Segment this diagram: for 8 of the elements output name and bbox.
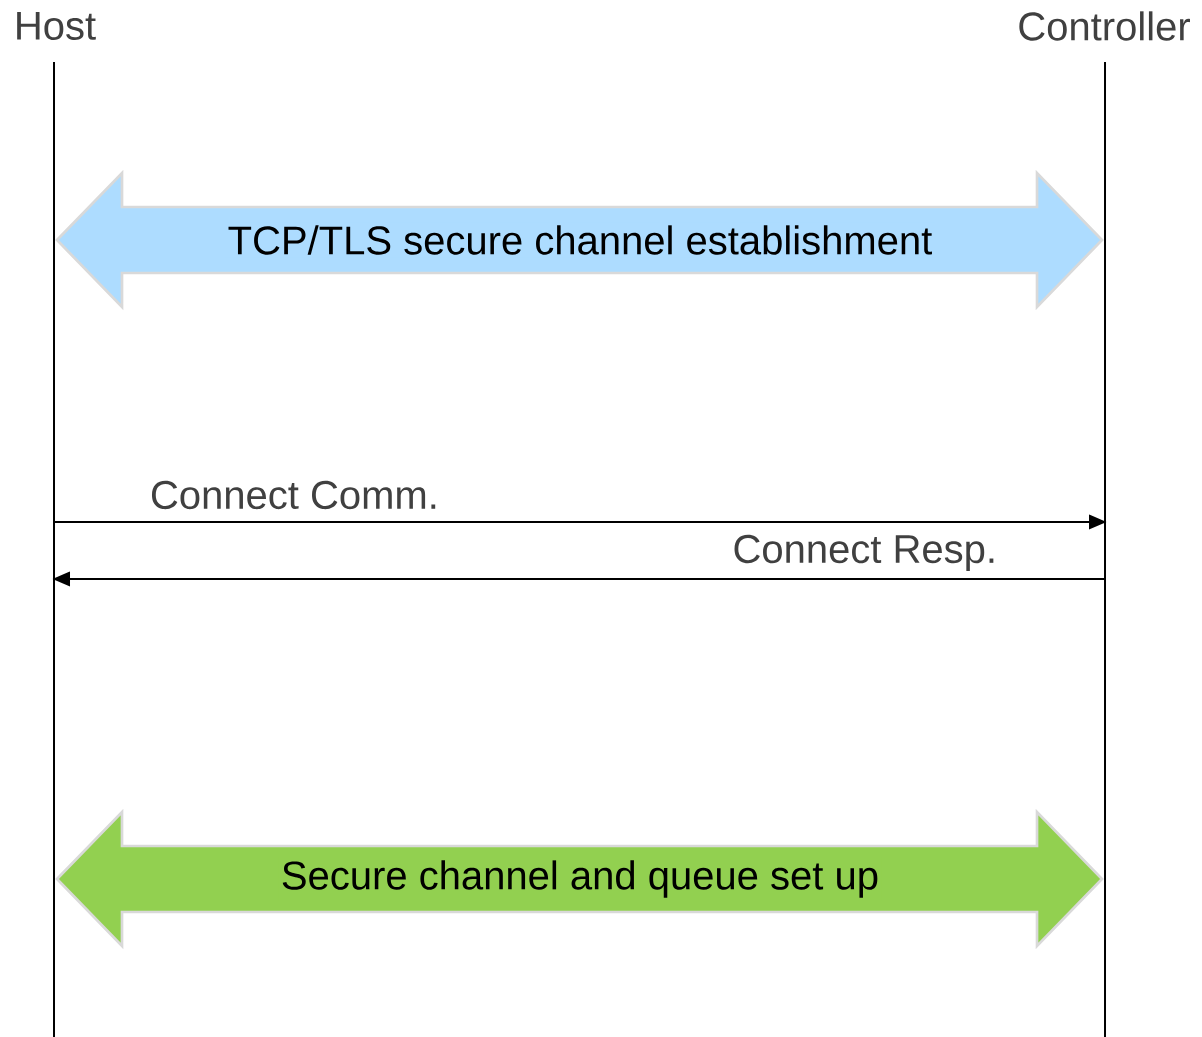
edge-label: Connect Comm. [147,478,442,512]
message-arrow [52,571,1105,587]
message-arrow [54,514,1107,530]
edge-label: Connect Resp. [729,532,1000,574]
participant-label: Host [17,12,96,40]
edge-label: TCP/TLS secure channel establishment [224,222,936,258]
participant-label: Controller [1019,11,1190,41]
edge-label: Secure channel and queue set up [278,857,882,901]
